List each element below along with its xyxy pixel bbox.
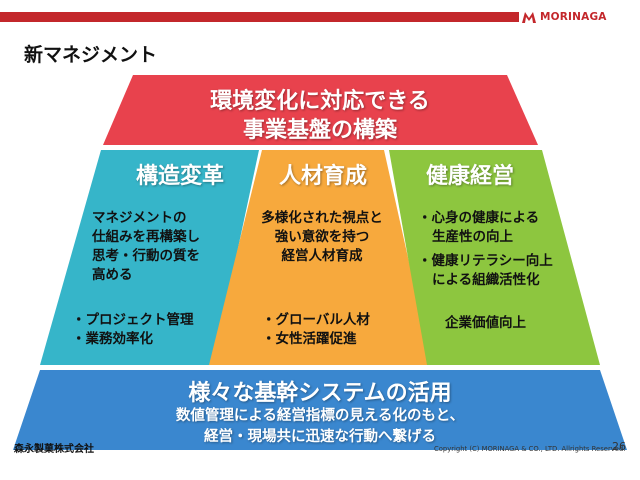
page-number: 26: [612, 440, 626, 453]
pillar1-bullet1: ・プロジェクト管理: [72, 312, 194, 328]
pillar2-body-line1: 多様化された視点と: [261, 210, 383, 226]
base-line1: 数値管理による経営指標の見える化のもと、: [175, 408, 465, 424]
pillar1-bullet2: ・業務効率化: [72, 331, 153, 347]
pillar-health-management: [389, 150, 600, 365]
pillar-title-health: 健康経営: [425, 164, 514, 189]
pillar-structure-reform: [40, 150, 259, 365]
top-goal-line2: 事業基盤の構築: [242, 118, 397, 143]
pillar-title-talent: 人材育成: [278, 164, 367, 189]
pillar2-bullet2: ・女性活躍促進: [262, 331, 357, 347]
footer-copyright: Copyright (C) MORINAGA & CO., LTD. Allri…: [434, 445, 626, 453]
pillar2-bullet1: ・グローバル人材: [262, 312, 370, 328]
pillar-talent-development: [209, 150, 432, 365]
pillar3-body-line3: ・健康リテラシー向上: [418, 253, 553, 269]
top-goal-block: [103, 75, 538, 145]
base-title: 様々な基幹システムの活用: [188, 381, 452, 406]
pillar3-bullet1: 企業価値向上: [445, 315, 526, 331]
base-systems-block: [13, 370, 627, 450]
pillar-title-structure: 構造変革: [135, 164, 224, 189]
pillar3-body-line2: 生産性の向上: [432, 229, 513, 245]
logo-text: MORINAGA: [540, 11, 607, 23]
pillar2-body-line2: 強い意欲を持つ: [274, 229, 370, 245]
pillar1-body-line4: 高める: [92, 267, 133, 283]
pillar3-body-line1: ・心身の健康による: [418, 210, 540, 226]
page-title: 新マネジメント: [24, 44, 158, 66]
pillar1-body-line2: 仕組みを再構築し: [92, 229, 200, 245]
top-goal-line1: 環境変化に対応できる: [210, 89, 430, 114]
morinaga-logo-icon: [522, 12, 536, 23]
pillar1-body-line1: マネジメントの: [92, 210, 187, 226]
pillar2-body-line3: 経営人材育成: [281, 248, 363, 264]
company-logo: MORINAGA: [521, 8, 607, 26]
header-bar: [0, 12, 519, 22]
pillar1-body-line3: 思考・行動の質を: [92, 248, 200, 264]
pillar3-body-line4: による組織活性化: [432, 272, 540, 288]
footer-company: 森永製菓株式会社: [14, 444, 94, 455]
base-line2: 経営・現場共に迅速な行動へ繋げる: [204, 429, 436, 445]
